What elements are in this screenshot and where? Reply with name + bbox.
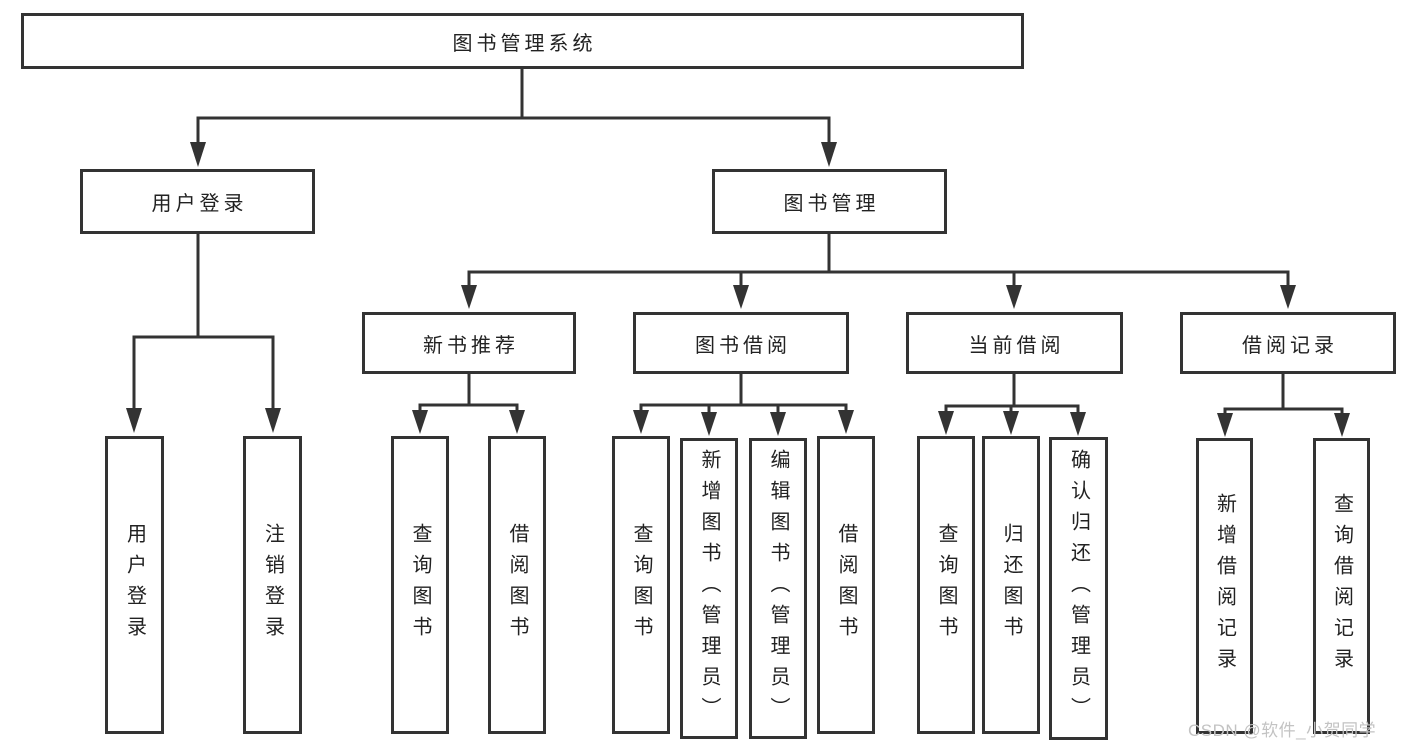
leaf-confirm-return-admin: 确认归还（管理员） xyxy=(1049,437,1108,740)
node-label: 借阅记录 xyxy=(1242,334,1338,357)
connector-borrowing-records-children xyxy=(1217,374,1350,437)
node-label: 确认归还（管理员） xyxy=(1067,449,1090,728)
leaf-borrow-books-borrowing: 借阅图书 xyxy=(817,436,875,734)
connector-current-borrowing-children xyxy=(938,374,1086,436)
node-current-borrowing: 当前借阅 xyxy=(906,312,1123,374)
leaf-borrow-books-recommend: 借阅图书 xyxy=(488,436,546,734)
leaf-return-books: 归还图书 xyxy=(982,436,1040,734)
node-label: 查询借阅记录 xyxy=(1330,493,1353,679)
connector-new-book-children xyxy=(412,374,525,434)
connector-book-management-children xyxy=(461,234,1296,309)
node-label: 图书管理 xyxy=(783,193,880,215)
node-label: 新增借阅记录 xyxy=(1213,493,1236,679)
node-label: 图书管理系统 xyxy=(452,32,597,55)
leaf-add-book-admin: 新增图书（管理员） xyxy=(680,438,738,739)
node-book-management: 图书管理 xyxy=(712,169,947,234)
leaf-edit-book-admin: 编辑图书（管理员） xyxy=(749,438,807,739)
connector-user-login-children xyxy=(126,234,281,433)
node-new-book-recommend: 新书推荐 xyxy=(362,312,576,374)
node-label: 用户登录 xyxy=(123,523,146,647)
node-label: 图书借阅 xyxy=(695,334,791,357)
node-label: 借阅图书 xyxy=(506,523,528,647)
node-book-borrowing: 图书借阅 xyxy=(633,312,849,374)
csdn-watermark: CSDN @软件_小贺同学 xyxy=(1188,721,1377,740)
node-label: 查询图书 xyxy=(630,523,652,647)
leaf-logout: 注销登录 xyxy=(243,436,302,734)
node-label: 查询图书 xyxy=(935,523,957,647)
node-label: 用户登录 xyxy=(151,193,248,215)
leaf-query-books-borrowing: 查询图书 xyxy=(612,436,670,734)
leaf-query-books-current: 查询图书 xyxy=(917,436,975,734)
node-user-login: 用户登录 xyxy=(80,169,315,234)
node-label: 注销登录 xyxy=(261,523,284,647)
node-label: 新增图书（管理员） xyxy=(698,449,720,728)
node-label: 归还图书 xyxy=(1000,523,1022,647)
node-label: 借阅图书 xyxy=(835,523,857,647)
leaf-add-borrow-record: 新增借阅记录 xyxy=(1196,438,1253,734)
node-label: 编辑图书（管理员） xyxy=(767,449,789,728)
leaf-query-borrow-record: 查询借阅记录 xyxy=(1313,438,1370,734)
node-borrowing-records: 借阅记录 xyxy=(1180,312,1396,374)
node-library-system: 图书管理系统 xyxy=(21,13,1024,69)
connector-book-borrowing-children xyxy=(633,374,854,436)
node-label: 新书推荐 xyxy=(423,334,519,357)
node-label: 当前借阅 xyxy=(968,334,1065,357)
connector-root-to-level2 xyxy=(190,67,837,167)
leaf-user-login: 用户登录 xyxy=(105,436,164,734)
node-label: 查询图书 xyxy=(409,523,431,647)
leaf-query-books-recommend: 查询图书 xyxy=(391,436,449,734)
